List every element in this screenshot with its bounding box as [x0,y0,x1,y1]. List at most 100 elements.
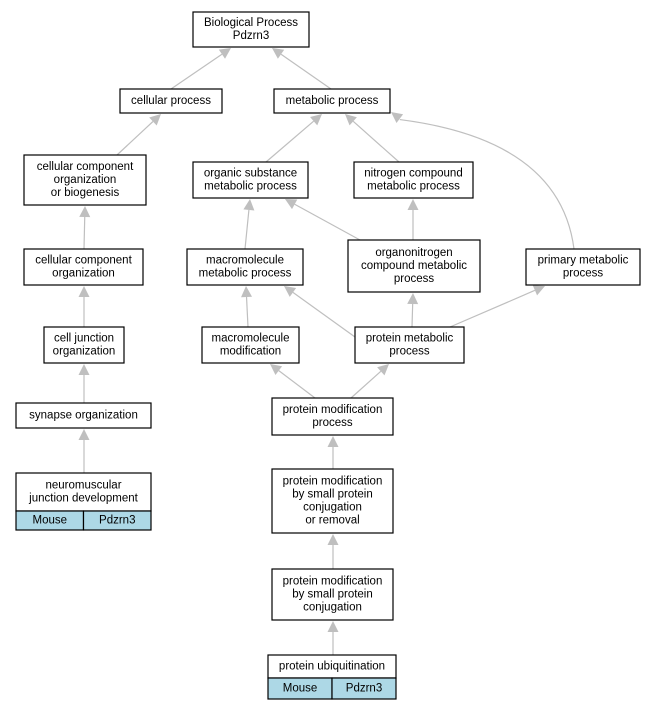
arrowhead [241,286,253,298]
node-box [15,402,152,429]
edge-ccob-to-cellular-process [116,114,161,156]
gene-label: Pdzrn3 [346,683,382,695]
edge-line [245,296,249,328]
arrowhead [78,364,90,375]
gene-cell [82,510,152,531]
edge-primary-met-to-metabolic-process [391,112,575,250]
node-cellular-process[interactable]: cellular process [119,88,223,114]
node-label-line: primary metabolic [538,255,629,267]
node-label-line: synapse organization [29,410,138,422]
edge-line [244,209,250,250]
node-box [192,11,310,48]
node-synapse-org[interactable]: synapse organization [15,402,152,429]
edge-line [350,370,382,399]
node-box [271,568,394,621]
node-label-line: compound metabolic [361,260,467,272]
edge-protein-mod-to-macromolecule-mod [270,364,316,399]
arrowhead [407,199,419,210]
arrowhead [327,436,339,447]
edge-organonitrogen-to-nitrogen-comp [407,199,419,240]
node-label-line: or removal [305,515,359,527]
node-label-line: modification [220,346,281,358]
edge-nitrogen-comp-to-metabolic-process [345,114,400,163]
node-box [201,326,300,364]
edge-cjo-to-cco [78,286,90,327]
node-box [186,248,304,286]
edge-line [292,291,356,338]
edge-line [278,370,316,399]
node-label-line: metabolic process [199,268,292,280]
arrowhead [310,114,322,126]
node-label-line: metabolic process [286,95,379,107]
edge-protein-met-to-organonitrogen [407,293,419,328]
node-label-line: protein modification [283,404,383,416]
node-label-line: protein modification [283,576,383,588]
node-label-line: protein metabolic [366,333,454,345]
node-label-line: nitrogen compound [364,168,462,180]
edge-organic-sub-to-metabolic-process [265,114,322,163]
gene-label: Pdzrn3 [99,515,135,527]
gene-cell [331,677,397,700]
node-metabolic-process[interactable]: metabolic process [273,88,391,114]
arrowhead [270,364,283,376]
node-label-line: macromolecule [206,255,284,267]
arrowhead [327,621,339,632]
node-box [15,472,152,512]
node-box [271,397,394,436]
node-label-line: organic substance [204,168,297,180]
edge-line [294,203,361,241]
arrowhead [218,48,231,59]
node-label-line: neuromuscular [45,480,121,492]
node-label-line: metabolic process [367,181,460,193]
arrowhead [243,199,255,211]
node-label-line: by small protein [292,589,373,601]
arrowhead [377,364,389,376]
node-label-line: process [563,268,604,280]
edge-pm-small-conj-to-pm-small-conj-removal [327,534,339,569]
species-label: Mouse [32,515,67,527]
edge-protein-mod-to-protein-met [350,364,389,399]
edge-line [411,303,414,328]
arrowhead [285,199,298,210]
node-label-line: Biological Process [204,17,298,29]
edge-line [352,120,400,163]
node-label-line: cellular component [37,161,134,173]
node-label-line: cellular process [131,95,211,107]
node-box [192,161,309,199]
arrowhead [272,48,285,59]
node-label-line: organization [54,174,117,186]
edge-metabolic-process-to-root [272,48,332,90]
node-label-line: organization [52,268,115,280]
node-label-line: macromolecule [212,333,290,345]
node-box [353,161,474,199]
edge-protein-met-to-primary-met [449,285,545,328]
arrowhead [407,293,419,305]
leaf-annotation-row: Mouse Pdzrn3 [15,510,152,531]
node-label-line: conjugation [303,502,362,514]
edge-line [170,53,223,90]
edge-protein-met-to-macromolecule-met [284,286,356,338]
arrowhead [78,429,90,440]
edge-cellular-process-to-root [170,48,231,90]
node-label-line: protein ubiquitination [279,661,385,673]
edge-layer [78,48,575,655]
